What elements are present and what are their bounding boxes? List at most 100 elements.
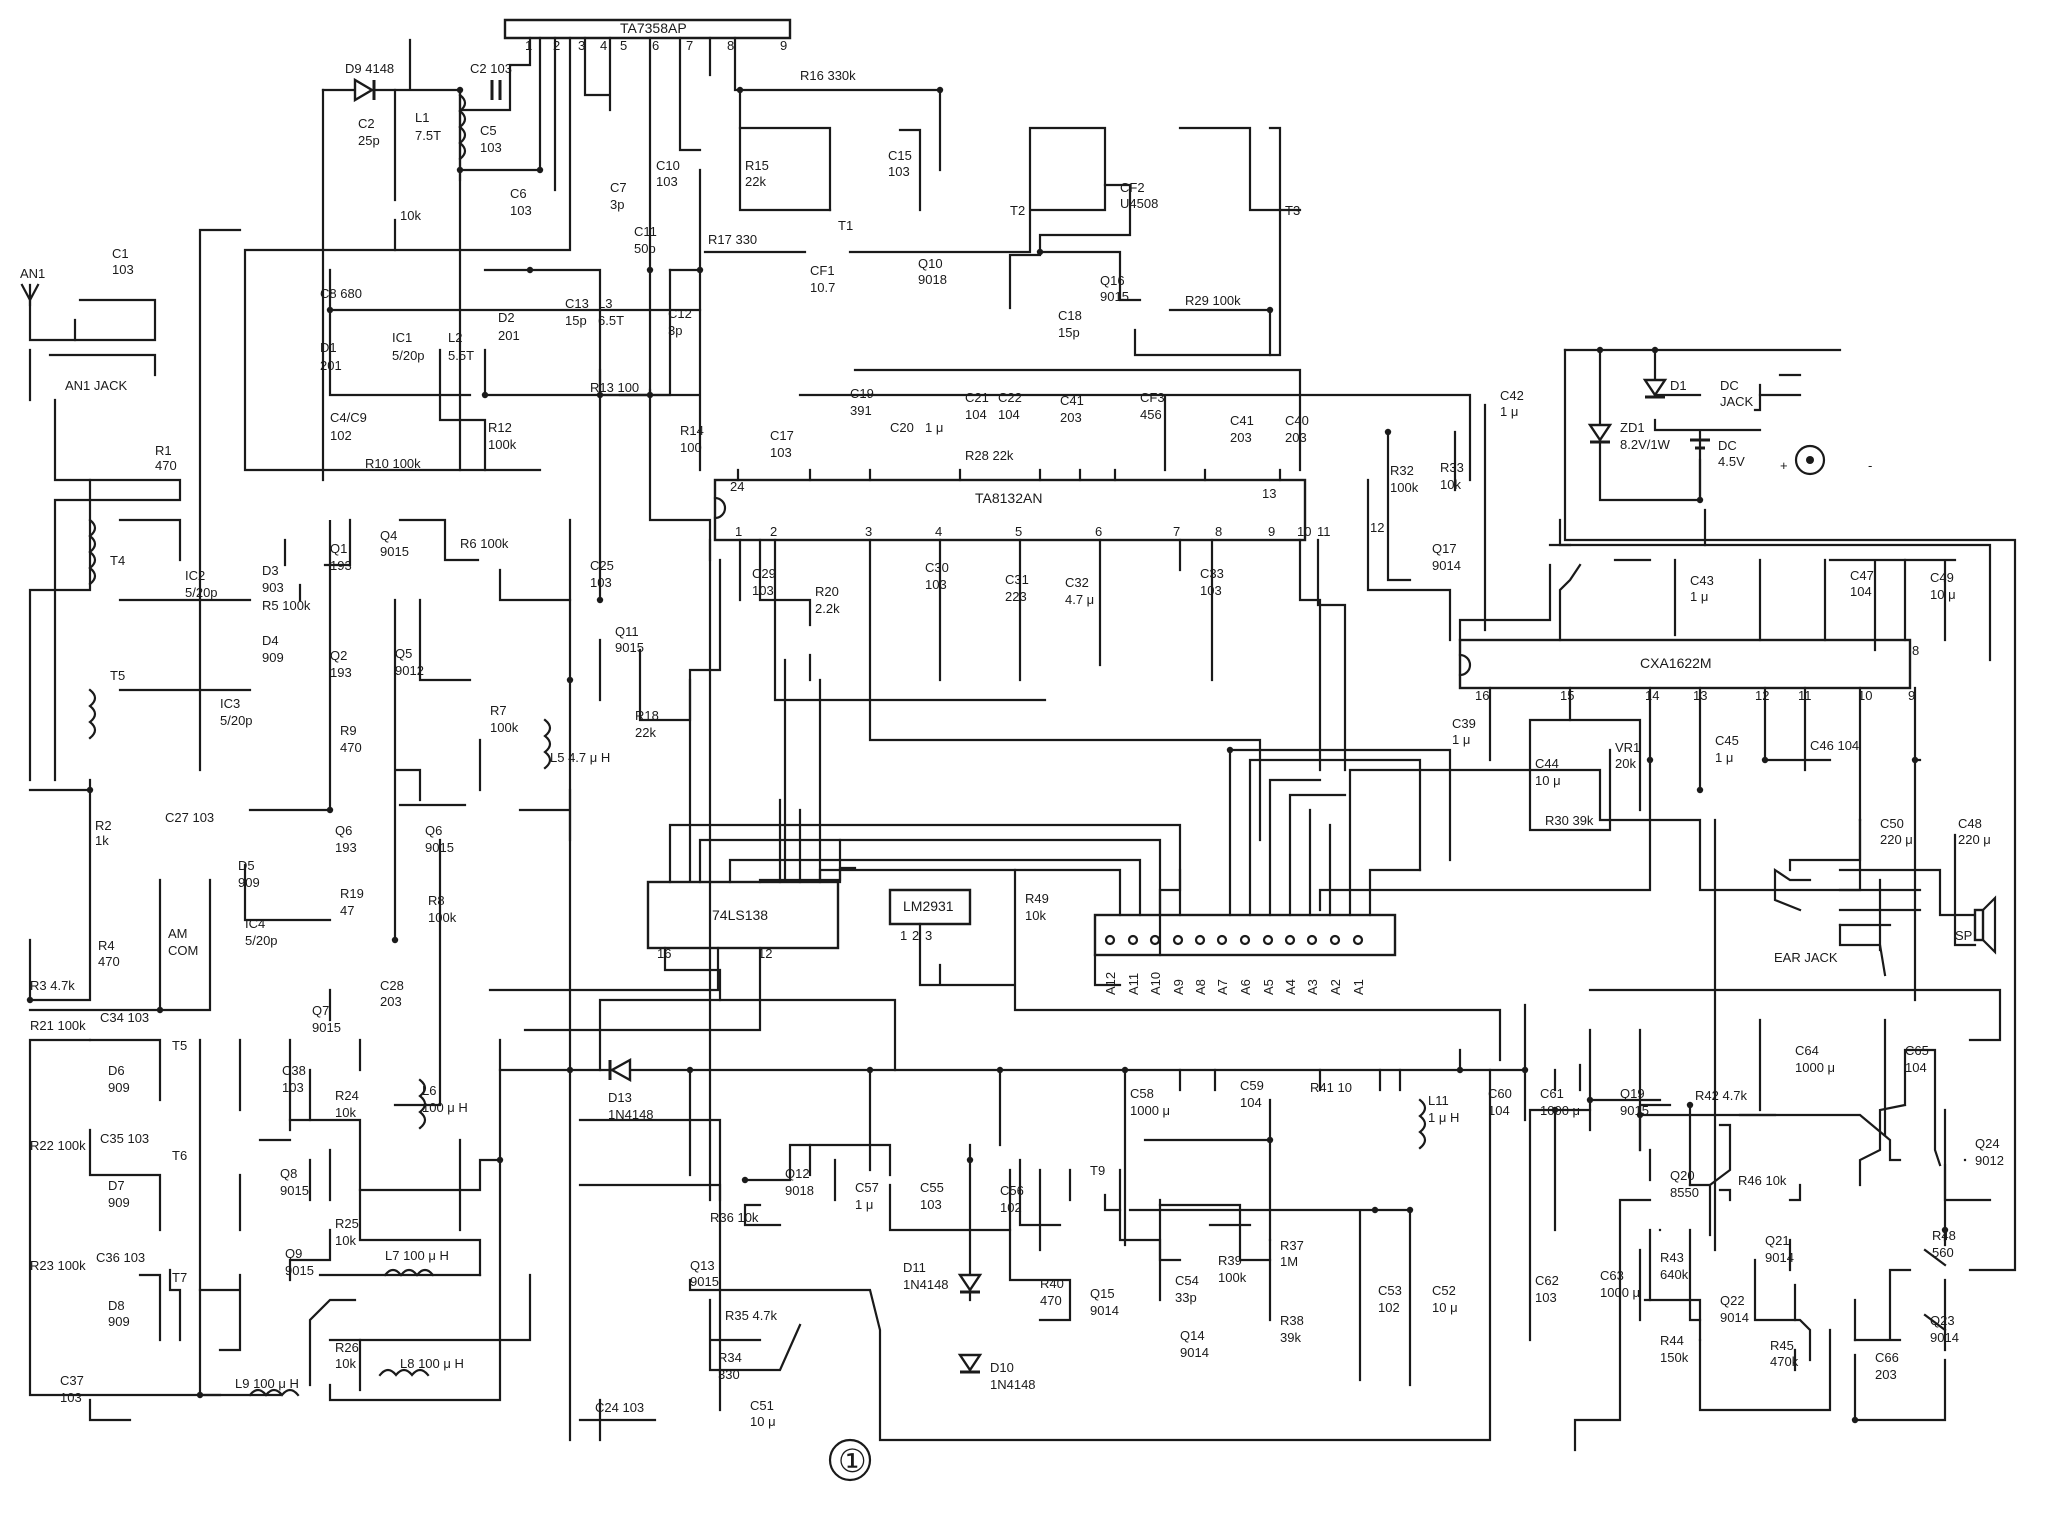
- label-an1: AN1: [20, 266, 45, 281]
- label-q13: Q13: [690, 1258, 715, 1273]
- label-c44: C44: [1535, 756, 1559, 771]
- label-q8-v: 9015: [280, 1183, 309, 1198]
- label-r20-v: 2.2k: [815, 601, 840, 616]
- label-q1-v: 193: [330, 558, 352, 573]
- label-q19-v: 9015: [1620, 1103, 1649, 1118]
- label-c44-v: 10 μ: [1535, 773, 1561, 788]
- label-l11: L11: [1428, 1093, 1449, 1108]
- label-d6: D6: [108, 1063, 125, 1078]
- label-r5: R5 100k: [262, 598, 311, 613]
- inductor-l11-icon: [1418, 1098, 1427, 1150]
- junction-dot: [936, 86, 944, 94]
- connector-pin-10: A3: [1305, 979, 1320, 995]
- label-c51: C51: [750, 1398, 774, 1413]
- label-l9: L9 100 μ H: [235, 1376, 299, 1391]
- label-l2: L2: [448, 330, 462, 345]
- battery-dc-icon: [1690, 438, 1710, 450]
- label-c20-v: 1 μ: [925, 420, 943, 435]
- label-q22: Q22: [1720, 1293, 1745, 1308]
- label-dcjack2: JACK: [1720, 394, 1754, 409]
- label-r10: R10 100k: [365, 456, 421, 471]
- ta8132-pin-12: 12: [1370, 520, 1384, 535]
- junction-dot: [1651, 346, 1659, 354]
- label-r15-v: 22k: [745, 174, 766, 189]
- label-r33: R33: [1440, 460, 1464, 475]
- inductor-l6-icon: [418, 1078, 427, 1130]
- label-c42-v: 1 μ: [1500, 404, 1518, 419]
- label-c48-v: 220 μ: [1958, 832, 1991, 847]
- cxa1622-pin-1: 16: [1475, 688, 1489, 703]
- label-r37-v: 1M: [1280, 1254, 1298, 1269]
- label-c15: C15: [888, 148, 912, 163]
- label-zd1: ZD1: [1620, 420, 1645, 435]
- label-q1: Q1: [330, 541, 347, 556]
- label-minus: -: [1868, 458, 1872, 473]
- label-d11: D11: [903, 1260, 926, 1275]
- label-d5-v: 909: [238, 875, 260, 890]
- label-t9: T9: [1090, 1163, 1105, 1178]
- label-r2: R2: [95, 818, 112, 833]
- label-c21: C21: [965, 390, 989, 405]
- label-r26: R26: [335, 1340, 359, 1355]
- label-c38-v: 103: [282, 1080, 304, 1095]
- label-c57: C57: [855, 1180, 879, 1195]
- label-r9-v: 470: [340, 740, 362, 755]
- label-r15: R15: [745, 158, 769, 173]
- junction-dot: [391, 936, 399, 944]
- label-q5: Q5: [395, 646, 412, 661]
- lm2931-pin-3: 3: [925, 928, 932, 943]
- label-c58: C58: [1130, 1086, 1154, 1101]
- label-c12-v: 3p: [668, 323, 682, 338]
- label-q9-v: 9015: [285, 1263, 314, 1278]
- label-r39-v: 100k: [1218, 1270, 1247, 1285]
- label-r33-v: 10k: [1440, 477, 1461, 492]
- label-r29: R29 100k: [1185, 293, 1241, 308]
- label-c5: C5: [480, 123, 497, 138]
- label-c29-v: 103: [752, 583, 774, 598]
- inductor-t4-icon: [88, 518, 97, 586]
- label-d7: D7: [108, 1178, 125, 1193]
- junction-dot: [1371, 1206, 1379, 1214]
- label-d7-v: 909: [108, 1195, 130, 1210]
- label-c13: C13: [565, 296, 589, 311]
- label-c49-v: 10 μ: [1930, 587, 1956, 602]
- label-r16: R16 330k: [800, 68, 856, 83]
- label-l1-v: 7.5T: [415, 128, 441, 143]
- connector-pin-dot-6: [1216, 934, 1228, 946]
- ta8132-pin-7: 7: [1173, 524, 1180, 539]
- label-q15: Q15: [1090, 1286, 1115, 1301]
- junction-dot: [866, 1066, 874, 1074]
- label-d13: D13: [608, 1090, 632, 1105]
- label-q23: Q23: [1930, 1313, 1955, 1328]
- label-c66: C66: [1875, 1350, 1899, 1365]
- label-c41a-v: 203: [1060, 410, 1082, 425]
- label-c6-v: 103: [510, 203, 532, 218]
- ta7358-pin-2: 2: [553, 38, 560, 53]
- label-q19: Q19: [1620, 1086, 1645, 1101]
- label-t2: T2: [1010, 203, 1025, 218]
- label-c57-v: 1 μ: [855, 1197, 873, 1212]
- junction-dot: [646, 266, 654, 274]
- label-c18: C18: [1058, 308, 1082, 323]
- label-r14-v: 100: [680, 440, 702, 455]
- label-c1-v: 103: [112, 262, 134, 277]
- ic-cxa1622m-label: CXA1622M: [1640, 655, 1712, 671]
- label-r43-v: 640k: [1660, 1267, 1689, 1282]
- label-d10: D10: [990, 1360, 1014, 1375]
- label-cf3: CF3: [1140, 390, 1165, 405]
- label-c54: C54: [1175, 1273, 1199, 1288]
- label-ic2-v: 5/20p: [185, 585, 218, 600]
- label-c33: C33: [1200, 566, 1224, 581]
- inductor-l9-icon: [248, 1388, 300, 1397]
- ta7358-pin-6: 6: [652, 38, 659, 53]
- junction-dot: [1406, 1206, 1414, 1214]
- label-c56: C56: [1000, 1183, 1024, 1198]
- label-r8: R8: [428, 893, 445, 908]
- ic-ta7358ap-label: TA7358AP: [620, 20, 687, 36]
- junction-dot: [156, 1006, 164, 1014]
- cxa1622-pin-2: 15: [1560, 688, 1574, 703]
- dc-polarity-icon: [1794, 444, 1826, 476]
- label-dcjack: DC: [1720, 378, 1739, 393]
- ta8132-pin-3: 3: [865, 524, 872, 539]
- label-c12: C12: [668, 306, 692, 321]
